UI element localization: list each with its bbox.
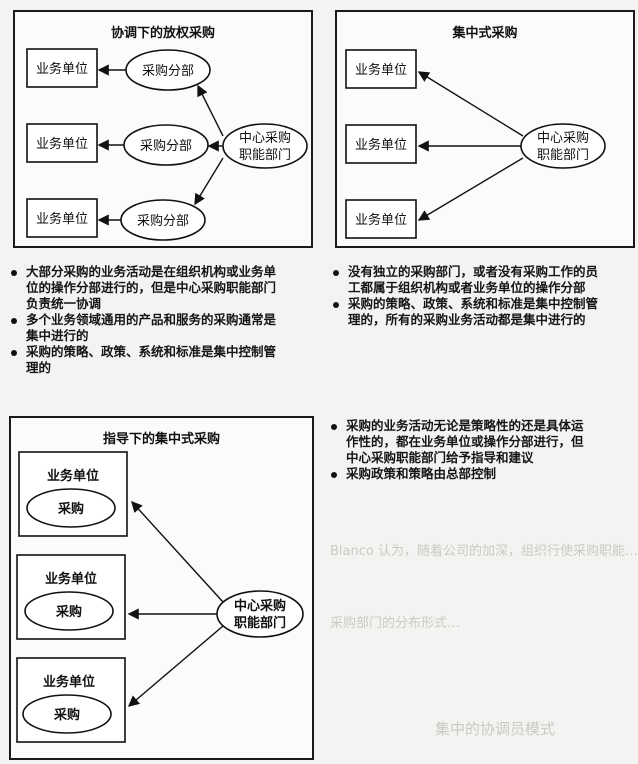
business-unit-label: 业务单位 — [355, 137, 407, 153]
panel-title: 协调下的放权采购 — [110, 26, 215, 41]
guided-panel: 指导下的集中式采购 业务单位 采购 业务单位 采购 业务单位 采购 中心采购 职… — [9, 416, 314, 760]
purchasing-label: 采购 — [57, 501, 84, 517]
central-dept-label: 中心采购 — [234, 598, 286, 614]
guided-diagram: 业务单位 采购 业务单位 采购 业务单位 采购 中心采购 职能部门 — [16, 451, 304, 743]
business-unit-label: 业务单位 — [36, 136, 88, 152]
panel-title: 集中式采购 — [452, 26, 518, 41]
decentralized-bullets: 大部分采购的业务活动是在组织机构或业务单位的操作分部进行的，但是中心采购职能部门… — [8, 264, 278, 376]
central-dept-label: 职能部门 — [234, 615, 286, 631]
centralized-bullets: 没有独立的采购部门，或者没有采购工作的员工都属于组织机构或者业务单位的操作分部 … — [330, 264, 600, 328]
business-unit-label: 业务单位 — [36, 61, 88, 77]
purchasing-branch-label: 采购分部 — [140, 138, 192, 154]
purchasing-branch-label: 采购分部 — [137, 213, 189, 229]
decentralized-panel: 协调下的放权采购 业务单位 业务单位 业务单位 采购分部 采购分部 采购分部 中… — [13, 10, 313, 248]
bullet-item: 采购的策略、政策、系统和标准是集中控制管理的，所有的采购业务活动都是集中进行的 — [330, 296, 600, 328]
bullet-item: 采购的策略、政策、系统和标准是集中控制管理的 — [8, 344, 278, 376]
central-dept-label: 中心采购 — [239, 130, 291, 146]
business-unit-label: 业务单位 — [47, 468, 99, 484]
business-unit-label: 业务单位 — [45, 571, 97, 587]
business-unit-label: 业务单位 — [36, 211, 88, 227]
bullet-item: 采购的业务活动无论是策略性的还是具体运作性的，都在业务单位或操作分部进行，但中心… — [328, 418, 590, 466]
bleed-through-heading: 集中的协调员模式 — [435, 720, 556, 738]
purchasing-branch-label: 采购分部 — [142, 63, 194, 79]
central-dept-label: 职能部门 — [239, 148, 291, 163]
bullet-item: 没有独立的采购部门，或者没有采购工作的员工都属于组织机构或者业务单位的操作分部 — [330, 264, 600, 296]
guided-bullets: 采购的业务活动无论是策略性的还是具体运作性的，都在业务单位或操作分部进行，但中心… — [328, 418, 590, 482]
purchasing-label: 采购 — [53, 707, 80, 723]
business-unit-label: 业务单位 — [355, 62, 407, 78]
purchasing-label: 采购 — [55, 604, 82, 620]
decentralized-diagram: 业务单位 业务单位 业务单位 采购分部 采购分部 采购分部 中心采购 职能部门 — [26, 48, 308, 241]
panel-title: 指导下的集中式采购 — [102, 432, 220, 447]
bullet-item: 采购政策和策略由总部控制 — [328, 466, 590, 482]
centralized-panel: 集中式采购 业务单位 业务单位 业务单位 中心采购 职能部门 — [335, 10, 635, 248]
business-unit-label: 业务单位 — [43, 674, 95, 690]
bullet-item: 大部分采购的业务活动是在组织机构或业务单位的操作分部进行的，但是中心采购职能部门… — [8, 264, 278, 312]
bleed-through-text: 采购部门的分布形式… — [330, 616, 461, 631]
business-unit-label: 业务单位 — [355, 212, 407, 228]
bullet-item: 多个业务领域通用的产品和服务的采购通常是集中进行的 — [8, 312, 278, 344]
centralized-diagram: 业务单位 业务单位 业务单位 中心采购 职能部门 — [345, 49, 606, 239]
bleed-through-text: Blanco 认为，随着公司的加深，组织行使采购职能… — [330, 544, 638, 559]
central-dept-label: 职能部门 — [537, 148, 589, 163]
central-dept-label: 中心采购 — [537, 130, 589, 146]
